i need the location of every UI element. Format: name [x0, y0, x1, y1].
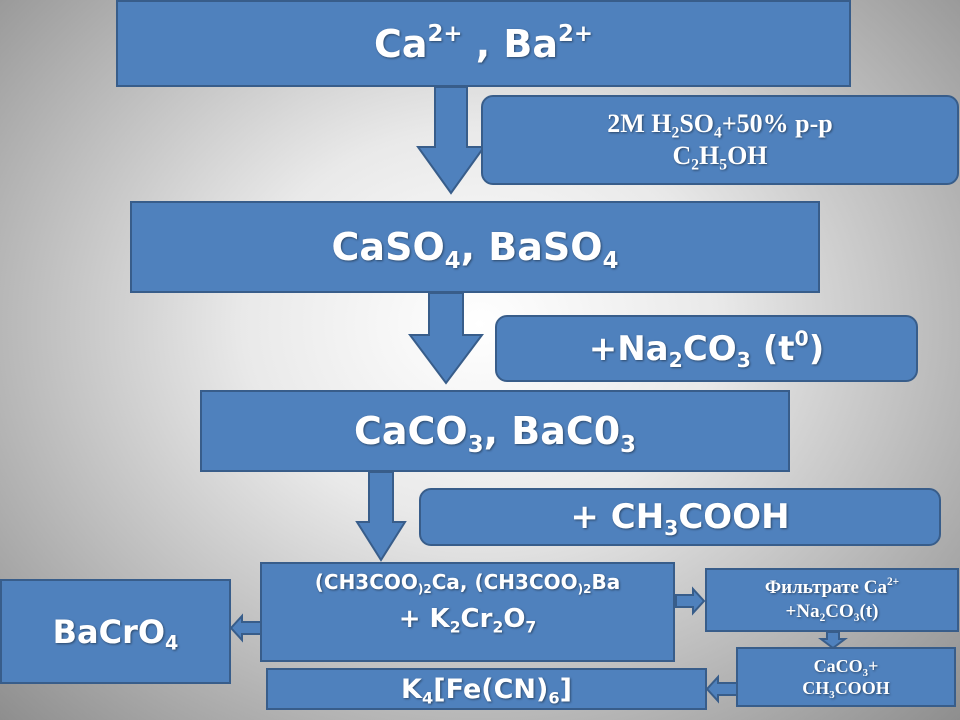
ion-node-ca-ba-label: Ca2+ , Ba2+	[374, 20, 593, 66]
down-arrow-icon	[408, 292, 484, 385]
left-arrow-icon	[229, 613, 262, 643]
reagent-sodium-carbonate-label: +Na2CO3 (t0)	[588, 326, 825, 372]
ferrocyanide-label: K4[Fe(CN)6]	[401, 673, 572, 708]
carbonate-node-label: CaCO3, BaC03	[353, 409, 637, 458]
acetate-node: (CH3COO)2Ca, (CH3COO)2Ba + K2Cr2O7	[260, 562, 675, 662]
filtrate-node: Фильтрате Ca2+ +Na2CO3(t)	[705, 568, 959, 632]
reagent-sulfuric-acid-line1: 2M H2SO4+50% р-р	[607, 108, 833, 141]
acetate-node-line2: + K2Cr2O7	[398, 604, 537, 637]
reagent-acetic-acid-label: + CH3COOH	[570, 497, 790, 541]
down-arrow-icon	[355, 471, 407, 562]
filtrate-line2: +Na2CO3(t)	[785, 601, 879, 624]
calcium-carbonate-acid-node: CaCO3+ CH3COOH	[736, 647, 956, 707]
sulfate-node: CaSO4, BaSO4	[130, 201, 820, 293]
reagent-acetic-acid: + CH3COOH	[419, 488, 941, 546]
sulfate-node-label: CaSO4, BaSO4	[331, 225, 619, 274]
acetate-node-line1: (CH3COO)2Ca, (CH3COO)2Ba	[314, 570, 621, 597]
down-arrow-icon	[818, 631, 848, 650]
right-arrow-icon	[675, 586, 706, 616]
reagent-sodium-carbonate: +Na2CO3 (t0)	[495, 315, 918, 382]
barium-chromate-node: BaCrO4	[0, 579, 231, 684]
filtrate-line1: Фильтрате Ca2+	[764, 576, 900, 599]
calcium-carbonate-line1: CaCO3+	[813, 655, 879, 679]
reagent-sulfuric-acid-line2: C2H5OH	[672, 141, 768, 174]
ferrocyanide-node: K4[Fe(CN)6]	[266, 668, 707, 710]
carbonate-node: CaCO3, BaC03	[200, 390, 790, 472]
ion-node-ca-ba: Ca2+ , Ba2+	[116, 0, 851, 87]
down-arrow-icon	[416, 86, 486, 195]
reagent-sulfuric-acid: 2M H2SO4+50% р-р C2H5OH	[481, 95, 959, 185]
left-arrow-icon	[705, 674, 738, 704]
calcium-carbonate-line2: CH3COOH	[802, 678, 890, 701]
barium-chromate-label: BaCrO4	[52, 612, 179, 655]
